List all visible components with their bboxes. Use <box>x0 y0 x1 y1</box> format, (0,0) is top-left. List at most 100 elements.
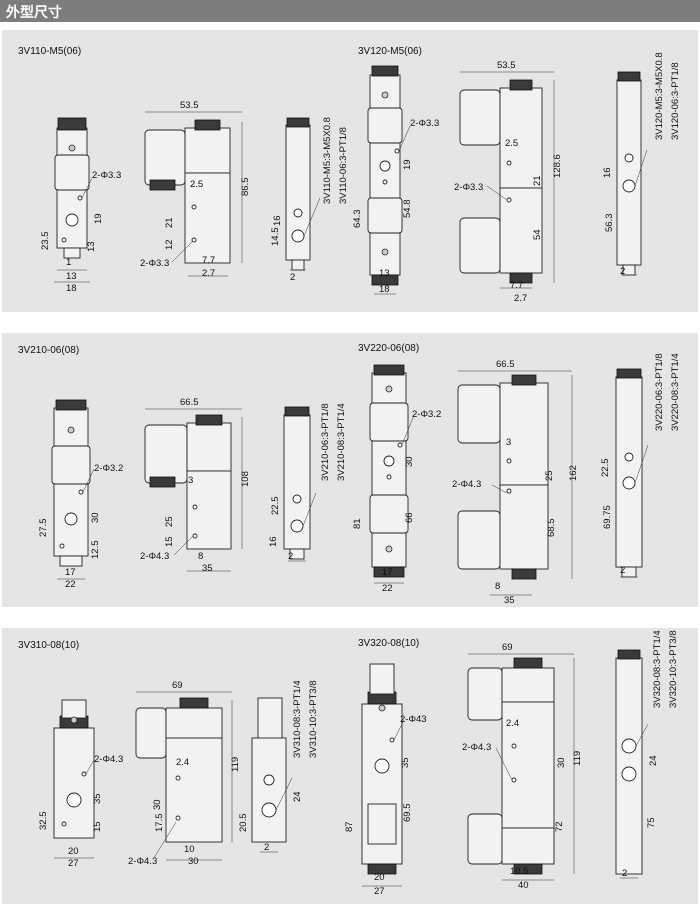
front-right-d1: 30 <box>404 456 415 467</box>
end-right-port2: 3V320-10:3-PT3/8 <box>668 630 679 708</box>
side-right-height: 119 <box>572 751 583 766</box>
side-left-d1: 25 <box>164 516 175 527</box>
end-left-d1: 24 <box>292 791 303 802</box>
end-right-port1: 3V220-06:3-PT1/8 <box>654 353 665 431</box>
side-left-d3: 2.5 <box>190 179 203 190</box>
end-right-d1: 24 <box>648 755 659 766</box>
front-left-hole: 2-Φ3.3 <box>92 170 121 181</box>
side-right-d1: 30 <box>556 757 567 768</box>
front-left-hole: 2-Φ3.2 <box>94 463 123 474</box>
model-label-right: 3V320-08(10) <box>358 638 419 649</box>
side-left-d2: 17.5 <box>154 814 165 833</box>
end-left-d3: 2 <box>288 551 293 562</box>
end-left-d2: 14.5 <box>270 228 281 247</box>
model-label-right: 3V120-M5(06) <box>358 46 422 57</box>
diagram-3v310-3v320: 3V310-08(10) 3V320-08(10) 2-Φ4.3 35 32.5… <box>18 630 679 897</box>
model-label-right: 3V220-06(08) <box>358 343 419 354</box>
side-view-3v110: 53.5 86.5 21 12 2.5 7.7 2.7 2-Φ3.3 <box>140 100 251 279</box>
front-left-d4: 17 <box>65 567 76 578</box>
end-left-d2: 20.5 <box>238 814 249 833</box>
end-left-d3: 2 <box>264 842 269 853</box>
front-left-d4: 1 <box>66 257 71 268</box>
side-right-d2: 54 <box>532 229 543 240</box>
side-right-d4: 10.5 <box>510 866 529 877</box>
front-left-d4: 20 <box>68 846 79 857</box>
end-view-3v310: 3V310-08:3-PT1/4 3V310-10:3-PT3/8 24 20.… <box>238 680 319 853</box>
side-left-width: 53.5 <box>180 100 199 111</box>
front-left-d3: 12.5 <box>90 541 101 560</box>
front-right-d3: 81 <box>352 518 363 529</box>
front-right-d3: 87 <box>344 821 355 832</box>
end-left-d1: 16 <box>272 215 283 226</box>
front-right-d2: 69.5 <box>402 804 413 823</box>
panel-3v110-3v120: 3V110-M5(06) 3V120-M5(06) 2-Φ3.3 19 23.5… <box>2 30 698 312</box>
end-left-port1: 3V110-M5:3-M5X0.8 <box>322 117 333 204</box>
end-view-3v120: 3V120-M5:3-M5X0.8 3V120-06:3-PT1/8 16 56… <box>602 52 681 277</box>
front-left-d1: 30 <box>90 512 101 523</box>
side-left-d3: 3 <box>188 475 193 486</box>
end-right-d2: 69.75 <box>602 505 613 529</box>
end-view-3v210: 3V210-06:3-PT1/8 3V210-08:3-PT1/4 22.5 1… <box>268 403 347 562</box>
end-right-d3: 2 <box>620 565 625 576</box>
end-right-d2: 75 <box>646 817 657 828</box>
end-right-d1: 22.5 <box>600 459 611 478</box>
section-title: 外型尺寸 <box>6 5 62 21</box>
end-right-port1: 3V320-08:3-PT1/4 <box>652 630 663 708</box>
side-left-hole: 2-Φ4.3 <box>128 856 157 867</box>
front-left-d5: 13 <box>66 271 77 282</box>
model-label-left: 3V210-06(08) <box>18 345 79 356</box>
side-left-d2: 12 <box>164 239 175 250</box>
side-right-height: 162 <box>568 465 579 481</box>
front-left-d1: 35 <box>92 793 103 804</box>
side-view-3v310: 69 119 30 17.5 2.4 10 30 2-Φ4.3 <box>128 680 241 867</box>
front-view-3v210: 2-Φ3.2 30 27.5 12.5 17 22 <box>38 399 123 590</box>
end-left-port1: 3V310-08:3-PT1/4 <box>292 680 303 758</box>
side-right-d4: 8 <box>495 581 500 592</box>
side-left-height: 86.5 <box>240 178 251 197</box>
end-right-d2: 56.3 <box>604 214 615 233</box>
side-left-height: 108 <box>240 471 251 487</box>
front-right-hole: 2-Φ3.2 <box>412 409 441 420</box>
side-left-d4: 10 <box>184 844 195 855</box>
side-right-hole: 2-Φ4.3 <box>462 742 491 753</box>
front-view-3v320: 2-Φ43 35 69.5 87 20 27 <box>344 663 427 897</box>
front-right-d4: 13 <box>379 268 390 279</box>
end-left-port2: 3V310-10:3-PT3/8 <box>308 680 319 758</box>
side-right-d5: 35 <box>504 595 515 606</box>
side-view-3v220: 66.5 162 25 68.5 3 8 35 2-Φ4.3 <box>452 359 579 606</box>
side-right-d2: 68.5 <box>546 519 557 538</box>
section-header: 外型尺寸 <box>0 0 700 22</box>
front-view-3v220: 2-Φ3.2 30 66 81 17 22 <box>352 364 441 594</box>
side-right-d3: 2.4 <box>506 718 519 729</box>
front-right-d5: 27 <box>374 886 385 897</box>
front-left-d1: 19 <box>93 213 104 224</box>
front-right-d3: 64.3 <box>352 210 363 229</box>
end-right-d3: 2 <box>620 266 625 277</box>
end-right-d1: 16 <box>602 167 613 178</box>
panel-3v210-3v220: 3V210-06(08) 3V220-06(08) 2-Φ3.2 30 27.5… <box>2 333 698 607</box>
front-right-hole: 2-Φ3.3 <box>410 118 439 129</box>
side-left-d5: 30 <box>188 856 199 867</box>
side-right-width: 53.5 <box>497 60 516 71</box>
side-right-hole: 2-Φ3.3 <box>454 182 483 193</box>
end-left-d3: 2 <box>290 272 295 283</box>
front-left-hole: 2-Φ4.3 <box>94 754 123 765</box>
side-right-d5: 40 <box>518 880 529 891</box>
end-right-port1: 3V120-M5:3-M5X0.8 <box>654 52 665 140</box>
end-view-3v220: 3V220-06:3-PT1/8 3V220-08:3-PT1/4 22.5 6… <box>600 353 681 578</box>
front-view-3v310: 2-Φ4.3 35 32.5 15 20 27 <box>38 699 123 869</box>
model-label-left: 3V310-08(10) <box>18 640 79 651</box>
end-right-d3: 2 <box>622 868 627 879</box>
front-left-d3: 15 <box>92 821 103 832</box>
front-left-d6: 18 <box>66 283 77 294</box>
model-label-left: 3V110-M5(06) <box>18 46 81 57</box>
end-left-d2: 16 <box>268 536 279 547</box>
end-left-d1: 22.5 <box>270 497 281 516</box>
side-left-hole: 2-Φ3.3 <box>140 258 169 269</box>
front-left-d3: 13 <box>86 241 97 252</box>
front-left-d2: 32.5 <box>38 812 49 831</box>
front-left-d5: 22 <box>65 579 76 590</box>
side-right-d3: 3 <box>506 437 511 448</box>
side-right-d1: 25 <box>544 470 555 481</box>
side-right-d2: 72 <box>554 821 565 832</box>
